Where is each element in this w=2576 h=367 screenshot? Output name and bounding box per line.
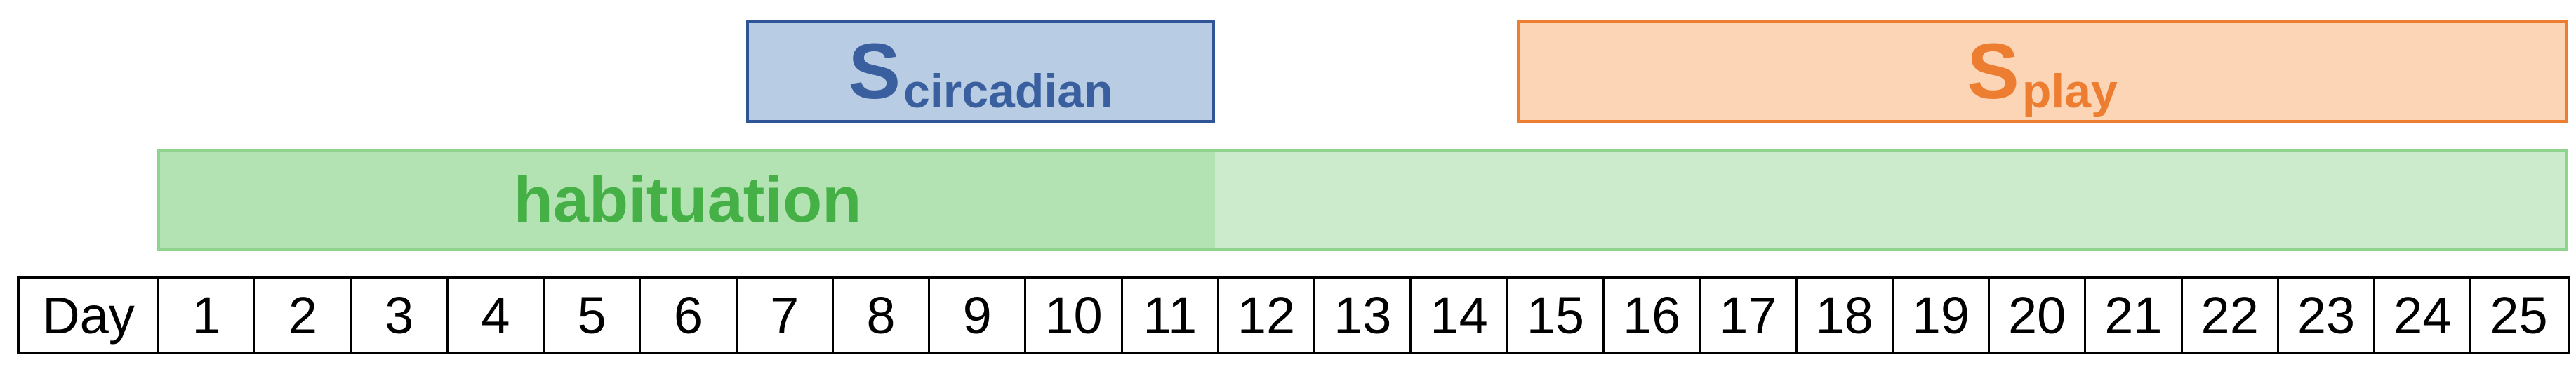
day-cell: 18 xyxy=(1795,279,1892,352)
day-cell: 14 xyxy=(1409,279,1506,352)
day-cell: 7 xyxy=(735,279,832,352)
day-cell: 3 xyxy=(350,279,446,352)
day-cell: 13 xyxy=(1313,279,1409,352)
s-play-symbol: S xyxy=(1967,27,2019,115)
day-cell: 22 xyxy=(2180,279,2277,352)
day-cell: 8 xyxy=(831,279,928,352)
day-header-cell: Day xyxy=(42,286,135,345)
habituation-label: habituation xyxy=(513,164,862,236)
day-cell: 11 xyxy=(1120,279,1217,352)
day-cell: 23 xyxy=(2276,279,2373,352)
s-circadian-subscript: circadian xyxy=(903,65,1113,118)
habituation-active-segment xyxy=(160,152,1215,248)
day-cell: 6 xyxy=(639,279,735,352)
s-circadian-symbol: S xyxy=(848,27,901,115)
day-cell: 17 xyxy=(1699,279,1795,352)
day-cell: 9 xyxy=(928,279,1024,352)
day-cell: 19 xyxy=(1891,279,1988,352)
day-cell: 16 xyxy=(1602,279,1699,352)
day-cell: 10 xyxy=(1024,279,1120,352)
day-cell: 5 xyxy=(543,279,639,352)
day-cell: 20 xyxy=(1988,279,2084,352)
day-cell: 4 xyxy=(446,279,543,352)
day-cell: 15 xyxy=(1506,279,1602,352)
s-play-subscript: play xyxy=(2021,65,2118,118)
day-cell: 24 xyxy=(2373,279,2469,352)
day-cell: 12 xyxy=(1216,279,1313,352)
day-cell: 25 xyxy=(2469,279,2565,352)
habituation-bar: habituation xyxy=(157,149,2568,251)
day-cell: 1 xyxy=(157,279,253,352)
day-cell: 21 xyxy=(2084,279,2180,352)
day-cell: 2 xyxy=(253,279,350,352)
